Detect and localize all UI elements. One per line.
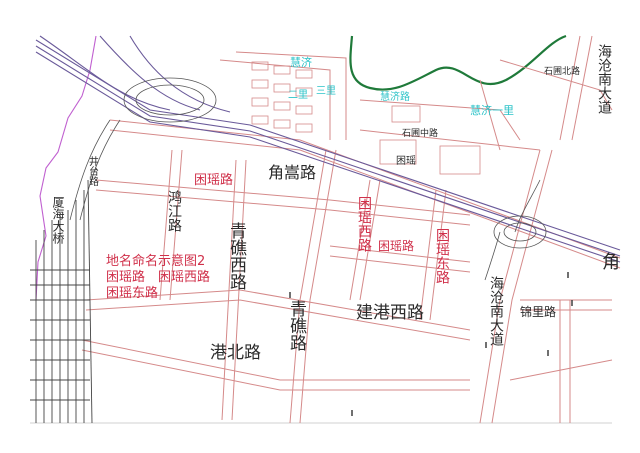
label-kunyao-road-mid: 困瑶路: [378, 238, 414, 253]
residential-blocks: [251, 61, 481, 175]
label-shiwei-bei: 石圃北路: [544, 65, 580, 77]
label-gangbei-road: 港北路: [210, 343, 261, 363]
label-huiji-yili: 慧济一里: [470, 103, 514, 117]
label-qingjiao-west-road: 青礁西路: [226, 222, 247, 290]
label-kunyao-road-north: 困瑶路: [194, 172, 233, 188]
label-kunyao-block: 困瑶: [396, 155, 416, 167]
label-qingjiao-road: 青礁路: [286, 300, 307, 351]
label-huiji-road: 慧济路: [380, 90, 410, 103]
road-network: [81, 35, 621, 424]
label-hongjiang-road: 鸿江路: [166, 189, 182, 232]
label-jinli-road: 锦里路: [520, 304, 556, 319]
legend-line-3: 困瑶东路: [106, 285, 158, 301]
label-huiji: 慧济: [290, 55, 312, 69]
label-kunyao-west-road: 困瑶西路: [356, 196, 372, 252]
label-xiahai-bridge: 厦海大桥: [51, 196, 65, 245]
interchange-right: [484, 179, 547, 281]
label-jiao-edge: 角: [602, 252, 620, 273]
label-haicang-south-avenue-top: 海沧南大道: [596, 44, 612, 115]
label-kunyao-east-road: 困瑶东路: [434, 228, 450, 284]
road-markers: [289, 272, 573, 416]
legend: 地名命名示意图2 困瑶路 困瑶西路 困瑶东路: [106, 253, 210, 301]
legend-title: 地名命名示意图2: [106, 253, 205, 269]
interchange-left: [69, 77, 217, 221]
label-jingtai-road: 井台路: [87, 155, 99, 187]
label-shiwei-zhong: 石圃中路: [402, 127, 438, 139]
bridge-grid: [30, 179, 93, 424]
legend-line-2: 困瑶路 困瑶西路: [106, 269, 210, 285]
label-haicang-south-avenue-bottom: 海沧南大道: [488, 276, 504, 347]
label-jiangang-west-road: 建港西路: [356, 303, 424, 323]
railway: [35, 35, 621, 263]
label-jiaosong-road: 角嵩路: [268, 163, 316, 182]
label-two-li: 二里: [288, 89, 308, 101]
label-three-li: 三里: [316, 85, 336, 97]
